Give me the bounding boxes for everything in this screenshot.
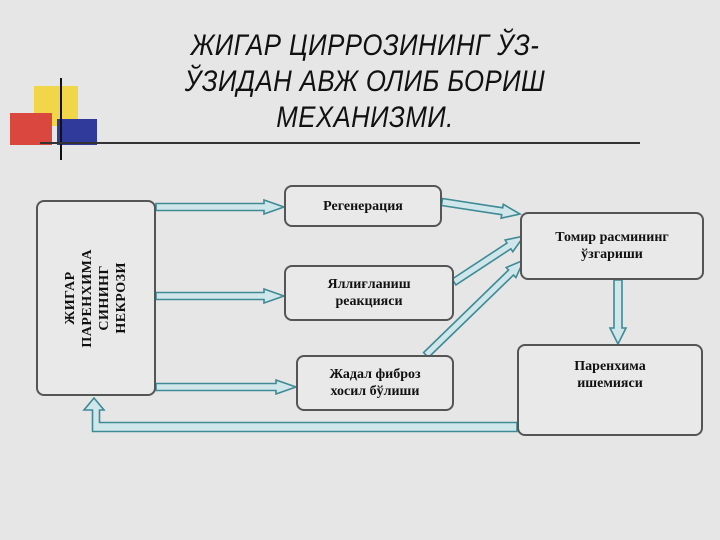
deco-blue-square bbox=[57, 119, 97, 145]
regeneration-label: Регенерация bbox=[323, 198, 403, 214]
vascular-change-box: Томир расмининг ўзгариши bbox=[520, 212, 704, 280]
necrosis-to-inflammation-arrow bbox=[155, 287, 287, 305]
ischemia-box: Паренхима ишемияси bbox=[517, 344, 703, 436]
fibrosis-label-line-2: хосил бўлиши bbox=[330, 384, 420, 399]
slide-title-line-2: ЎЗИДАН АВЖ ОЛИБ БОРИШ bbox=[184, 65, 546, 98]
deco-vertical-line bbox=[60, 78, 62, 160]
slide-title-line-1: ЖИГАР ЦИРРОЗИНИНГ ЎЗ- bbox=[190, 29, 540, 62]
inflammation-to-vascular-arrow bbox=[450, 234, 526, 287]
inflammation-label-line-1: Яллиғланиш bbox=[327, 277, 411, 292]
necrosis-to-fibrosis-arrow bbox=[155, 378, 299, 396]
necrosis-label: ЖИГАР ПАРЕНХИМА СИНИНГ НЕКРОЗИ bbox=[63, 248, 129, 348]
vascular-label-line-2: ўзгариши bbox=[581, 247, 643, 262]
inflammation-box: Яллиғланиш реакцияси bbox=[284, 265, 454, 321]
vascular-to-ischemia-arrow bbox=[608, 279, 628, 346]
necrosis-to-regeneration-arrow bbox=[155, 198, 287, 216]
inflammation-label-line-2: реакцияси bbox=[335, 294, 403, 309]
fibrosis-box: Жадал фиброз хосил бўлиши bbox=[296, 355, 454, 411]
ischemia-label-line-2: ишемияси bbox=[577, 376, 643, 391]
deco-horizontal-line bbox=[40, 142, 640, 144]
fibrosis-to-vascular-arrow bbox=[422, 258, 526, 359]
necrosis-box: ЖИГАР ПАРЕНХИМА СИНИНГ НЕКРОЗИ bbox=[36, 200, 156, 396]
regeneration-box: Регенерация bbox=[284, 185, 442, 227]
slide-title-line-3: МЕХАНИЗМИ. bbox=[276, 101, 454, 134]
vascular-label-line-1: Томир расмининг bbox=[555, 230, 669, 245]
regeneration-to-vascular-arrow bbox=[440, 197, 523, 220]
slide-title: ЖИГАР ЦИРРОЗИНИНГ ЎЗ- ЎЗИДАН АВЖ ОЛИБ БО… bbox=[180, 28, 550, 136]
deco-red-square bbox=[10, 113, 52, 145]
ischemia-to-necrosis-feedback-arrow bbox=[82, 396, 518, 433]
fibrosis-label-line-1: Жадал фиброз bbox=[329, 367, 421, 382]
ischemia-label-line-1: Паренхима bbox=[574, 359, 646, 374]
